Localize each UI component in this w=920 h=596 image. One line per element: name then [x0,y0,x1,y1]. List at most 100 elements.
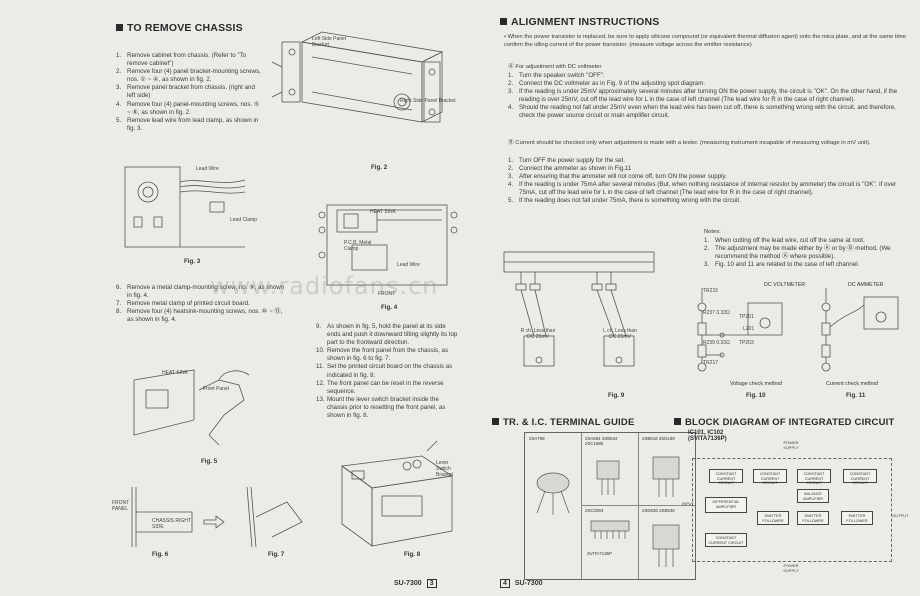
tr-part-label: 2SA798 [529,436,545,441]
removal-step-2: 7.Remove metal clamp of printed circuit … [116,300,288,308]
fig4-caption: Fig. 4 [381,304,398,311]
step-text: Remove a metal clamp-mounting screw, no.… [127,284,285,300]
dc-ammeter-label: DC AMMETER [848,282,884,288]
ic-block-ef-2: EMITTER FOLLOWER [797,511,829,525]
tr-cell-4 [581,505,639,579]
lever-switch-label: Lever Switch Bracket [436,460,453,478]
ic-output-label: OUTPUT [892,513,909,518]
fig8-drawing [340,440,454,547]
step-text: Connect the ammeter as shown in Fig.11 [519,165,632,173]
step-number: 8. [116,308,122,316]
notes-list: 1.When cutting off the lead wire, cut of… [704,237,914,269]
left-section-title: TO REMOVE CHASSIS [116,22,243,34]
removal-step-5: 5.Remove lead wire from lead clamp, as s… [116,117,262,133]
ic-block-ccc-5: CONSTANT CURRENT CIRCUIT [705,533,747,547]
note-item-3: 3. Fig. 10 and 11 are related to the case… [704,261,914,269]
bullet-icon: • [504,34,508,40]
step-number: 1. [116,52,122,59]
method-b-step-2: 2. Connect the ammeter as shown in Fig.11 [508,165,912,173]
removal-step-3: 3. Remove panel bracket from chassis. (ri… [116,84,262,100]
front-panel-label: Front Panel [203,386,229,392]
fig11-method-caption: Current check method [826,381,879,387]
step-text: Remove four (4) heatsink-mounting screws… [127,308,283,324]
ic-block-ef-1: EMITTER FOLLOWER [757,511,789,525]
step-text: Remove cabinet from chassis. (Refer to "… [127,52,247,68]
step-number: 4. [116,100,122,108]
fig5-heat-sink-label: HEAT SINK [162,370,188,376]
step-number: 1. [704,237,710,244]
fig6-caption: Fig. 6 [152,551,169,558]
step-text: Fig. 10 and 11 are related to the case o… [715,261,860,269]
method-a-title: Ⓐ For adjustment with DC voltmeter [508,64,602,70]
step-text: Remove lead wire from lead clamp, as sho… [127,116,259,132]
watermark: www.radiofans.cn [210,272,439,300]
right-bracket-label: Right Side Panel Bracket [400,98,456,104]
tr-part-label: 2SA684 2SB634 2SC1885 [585,436,618,446]
fig11-drawing [821,288,899,372]
step-text: Remove panel bracket from chassis. (righ… [127,84,255,100]
step-text: Set the printed circuit board on the cha… [327,363,453,379]
ic-subtitle: IC101, IC102 (SVITA7136P) [688,430,727,442]
alignment-intro: • When the power transistor is replaced,… [504,34,914,49]
step-text: Connect the DC voltmeter as in Fig. 9 of… [519,80,706,88]
fig4-drawing [318,204,458,286]
ic-block-ccc-3: CONSTANT CURRENT CIRCUIT [797,469,831,485]
component-label: TR217 [703,360,719,366]
right-page: ALIGNMENT INSTRUCTIONS • When the power … [460,0,920,596]
tr-part-label: 2SB618 2SD189 [642,436,675,441]
left-page-number: 3 [426,579,437,588]
fig2-drawing [271,31,444,123]
right-footer-model: SU-7300 [514,580,543,587]
heat-sink-label: HEAT SINK [370,209,396,215]
left-bracket-label: Left Side Panel Bracket [312,36,346,48]
step-text: The front panel can be reset in the reve… [327,379,444,395]
method-a-step-4: 4.Should the reading not fall under 25mV… [508,104,912,120]
alignment-intro-text: When the power transistor is replaced, b… [504,34,906,48]
method-a-step-2: 2.Connect the DC voltmeter as in Fig. 9 … [508,80,912,88]
fig8-caption: Fig. 8 [404,551,421,558]
ic-block-diagram: CONSTANT CURRENT CIRCUIT CONSTANT CURREN… [692,458,892,562]
step-number: 1. [508,157,514,164]
ic-block-ccc-4: CONSTANT CURRENT CIRCUIT [843,469,877,485]
tr-part-label: SVITA7136P [587,551,613,556]
tr-cell-3 [638,433,695,506]
step-number: 3. [116,84,122,92]
fig4-front-label: FRONT [378,291,396,297]
right-footer: 4 SU-7300 [500,579,543,588]
method-a-step-1: 1.Turn the speaker switch "OFF". [508,72,912,80]
tr-cell-2 [581,433,639,506]
alignment-title: ALIGNMENT INSTRUCTIONS [500,16,659,28]
component-label: TP201 [739,314,754,320]
section-square-icon [674,418,681,425]
pcb-clamp-label: P.C.B. Metal Clamp [344,240,372,252]
tr-terminal-title: TR. & I.C. TERMINAL GUIDE [492,417,635,428]
step-number: 7. [116,300,122,308]
step-text: Remove the front panel from the chassis,… [327,347,449,363]
step-number: 2. [116,68,122,76]
step-number: 3. [704,261,710,269]
step-number: 2. [508,165,514,173]
tr-part-label: 2SD636 2SB636 [642,508,675,513]
step-text: Turn OFF the power supply for the set. [519,157,626,164]
ic-block-diff-amp: DIFFERENTIAL AMPLIFIER [705,497,747,513]
left-footer-model: SU-7300 [394,580,422,587]
fig6-fig7-drawing [131,486,303,548]
section-square-icon [116,24,123,31]
ic-input-label: INPUT [682,501,694,506]
note-item-1: 1.When cutting off the lead wire, cut of… [704,237,914,245]
step-text: If the reading does not fall under 75mA,… [519,197,741,205]
removal-step-2: 2.Remove four (4) panel bracket-mounting… [116,68,262,84]
left-section-title-text: TO REMOVE CHASSIS [127,22,243,34]
component-label: R239 0.33Ω [703,340,730,346]
step-number: 4. [508,104,514,112]
step-number: 10. [316,347,325,355]
step-text: As shown in fig. 5, hold the panel at it… [327,323,458,347]
alignment-title-text: ALIGNMENT INSTRUCTIONS [511,16,660,28]
left-page: TO REMOVE CHASSIS 1. Remove cabinet from … [112,0,461,596]
removal-step-2: 10.Remove the front panel from the chass… [316,347,460,363]
fig10-drawing [697,288,783,372]
step-number: 4. [508,181,514,189]
step-text: The adjustment may be made either by Ⓐ o… [715,245,891,261]
notes-title: Notes: [704,229,721,235]
